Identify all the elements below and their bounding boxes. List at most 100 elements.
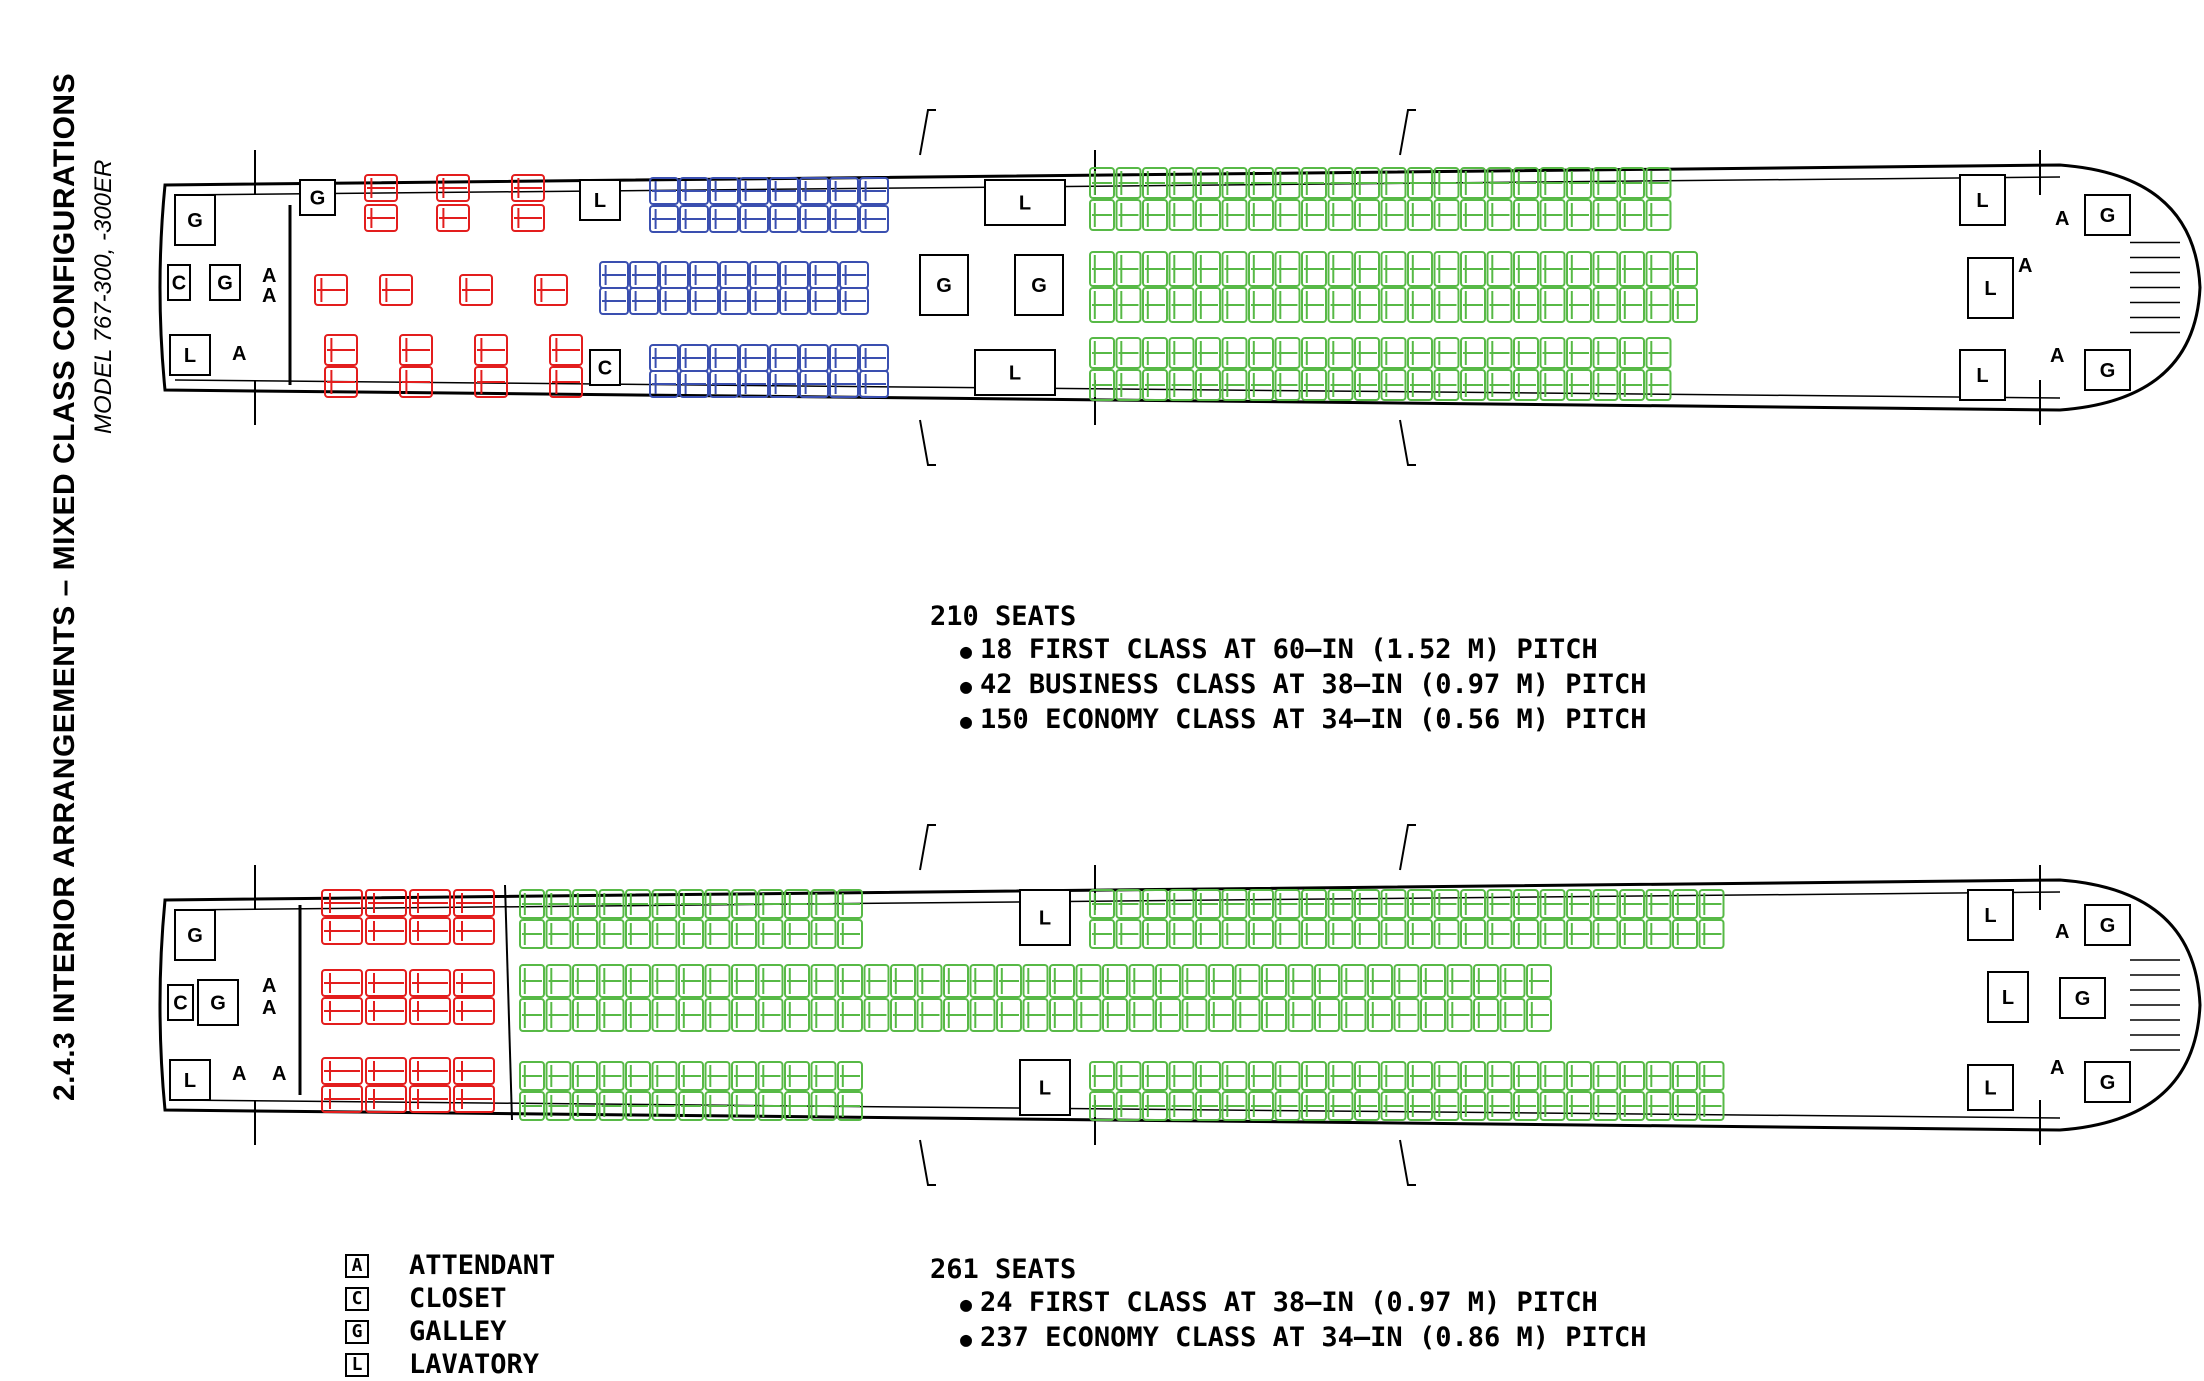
seat	[1619, 1061, 1645, 1091]
divider	[504, 884, 513, 1121]
seat	[1433, 889, 1460, 919]
seat	[1115, 889, 1142, 919]
seat	[1592, 889, 1619, 919]
seat	[1460, 919, 1486, 949]
seat	[739, 205, 769, 233]
seat	[321, 1085, 363, 1113]
seat	[739, 344, 769, 372]
seat	[1301, 251, 1327, 287]
seat	[678, 1061, 704, 1091]
seat	[769, 370, 799, 398]
seat	[839, 287, 869, 315]
seat	[1327, 337, 1354, 369]
seat	[629, 261, 659, 289]
seat	[1168, 337, 1195, 369]
config2-line-first: 24 FIRST CLASS AT 38–IN (0.97 M) PITCH	[960, 1286, 1647, 1321]
attendant-seat-icon: A	[2055, 208, 2069, 230]
seat	[649, 177, 679, 205]
seat	[1075, 964, 1102, 998]
seat	[799, 370, 829, 398]
seat	[1089, 1091, 1115, 1121]
seat	[1566, 919, 1592, 949]
seat	[678, 998, 704, 1032]
seat	[1566, 167, 1592, 199]
svg-text:L: L	[184, 345, 196, 367]
seat	[837, 964, 863, 998]
galley-icon: G	[2084, 194, 2131, 236]
seat	[1287, 998, 1314, 1032]
seat	[1221, 369, 1248, 401]
seat	[649, 205, 679, 233]
seat	[709, 370, 739, 398]
seat	[1195, 1091, 1221, 1121]
attendant-seat-icon: A	[232, 1063, 246, 1085]
svg-text:G: G	[2100, 915, 2116, 937]
seat	[784, 1091, 810, 1121]
lavatory-icon: L	[1967, 257, 2014, 319]
seat	[810, 1061, 837, 1091]
seat	[1115, 919, 1142, 949]
seat	[1592, 369, 1619, 401]
seat	[709, 344, 739, 372]
seat	[321, 969, 363, 997]
seat	[1354, 199, 1380, 231]
seat	[1354, 889, 1380, 919]
seat	[769, 344, 799, 372]
seat	[1248, 369, 1274, 401]
seat	[1327, 251, 1354, 287]
seat	[625, 889, 651, 919]
seat	[1367, 964, 1393, 998]
seat	[1248, 167, 1274, 199]
seat	[1327, 1061, 1354, 1091]
seat	[1234, 964, 1261, 998]
seat	[1022, 964, 1049, 998]
seat	[1619, 369, 1645, 401]
seat	[1301, 1091, 1327, 1121]
lavatory-icon: L	[974, 349, 1056, 396]
seat	[1089, 919, 1115, 949]
seat	[731, 1091, 757, 1121]
seat	[1473, 964, 1499, 998]
seat	[1460, 369, 1486, 401]
seat	[1287, 964, 1314, 998]
seat	[1566, 199, 1592, 231]
legend-label: ATTENDANT	[409, 1250, 556, 1281]
seat	[399, 334, 433, 366]
seat	[1354, 167, 1380, 199]
config1-line-business: 42 BUSINESS CLASS AT 38–IN (0.97 M) PITC…	[960, 668, 1646, 703]
seat	[598, 889, 625, 919]
seat	[436, 204, 470, 232]
seat	[1380, 919, 1407, 949]
seat	[1486, 369, 1513, 401]
seat	[1301, 1061, 1327, 1091]
seat	[321, 997, 363, 1025]
seat	[996, 964, 1022, 998]
seat	[1433, 919, 1460, 949]
seat	[549, 334, 583, 366]
seat	[1460, 337, 1486, 369]
seat	[1208, 998, 1234, 1032]
seat	[1181, 998, 1208, 1032]
seat	[1142, 251, 1168, 287]
seat	[799, 344, 829, 372]
seat	[1234, 998, 1261, 1032]
seat	[1142, 287, 1168, 323]
exit-icon	[1399, 109, 1416, 156]
seat	[1380, 251, 1407, 287]
seat	[572, 998, 598, 1032]
seat	[784, 889, 810, 919]
seat	[1486, 251, 1513, 287]
seat	[1420, 964, 1446, 998]
seat	[916, 998, 943, 1032]
seat	[519, 919, 545, 949]
seat	[1115, 1091, 1142, 1121]
seat	[1248, 199, 1274, 231]
svg-text:G: G	[2075, 988, 2091, 1010]
lavatory-icon: L	[1967, 889, 2014, 941]
seat	[1274, 287, 1301, 323]
seat	[1142, 199, 1168, 231]
seat	[1142, 337, 1168, 369]
svg-text:C: C	[172, 273, 186, 295]
seat	[1248, 337, 1274, 369]
seat	[1407, 889, 1433, 919]
